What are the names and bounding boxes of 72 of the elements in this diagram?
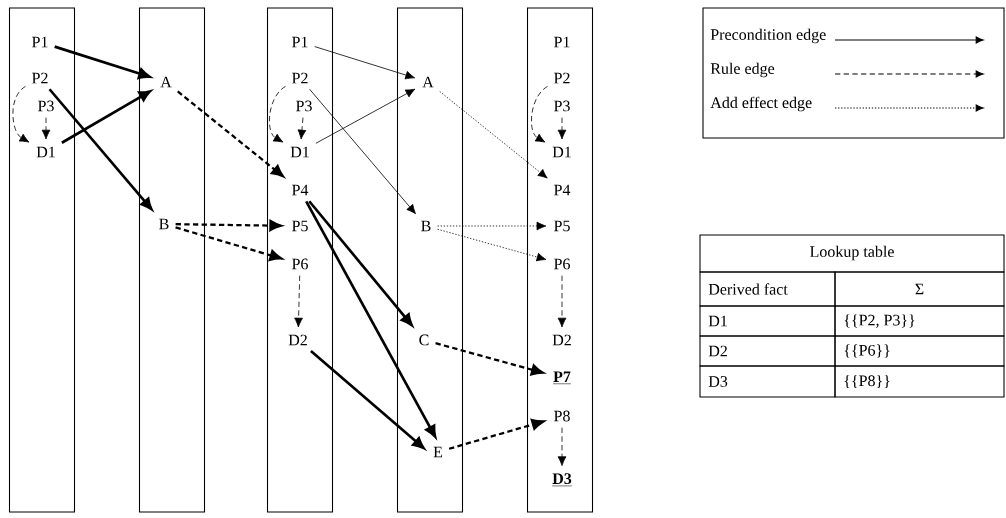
fact-label: P1 <box>292 36 308 48</box>
table-cell: D1 <box>699 305 836 337</box>
fact-label: P3 <box>38 100 54 112</box>
arrow <box>314 46 416 80</box>
arrow <box>557 427 567 466</box>
fact-label: P2 <box>292 72 308 84</box>
fact-label: P2 <box>32 72 48 84</box>
arrow <box>175 226 283 262</box>
fact-label: D2 <box>552 334 571 346</box>
arrow <box>437 221 547 231</box>
arrow <box>437 228 547 262</box>
arrow <box>531 86 548 143</box>
arrow <box>297 117 307 140</box>
fact-label: P6 <box>554 258 570 270</box>
arrow <box>41 117 51 140</box>
legend-text: Precondition edge <box>710 28 826 44</box>
arrow <box>310 350 425 450</box>
fact-label: P1 <box>554 36 570 48</box>
column-box <box>138 7 206 513</box>
fact-label: P7 <box>552 371 572 385</box>
column-box <box>396 7 464 513</box>
action-label: E <box>433 446 443 458</box>
column-box <box>526 7 594 513</box>
arrow <box>61 90 152 144</box>
action-label: B <box>421 220 431 232</box>
arrow <box>177 90 285 178</box>
fact-label: D1 <box>290 146 309 158</box>
fact-label: P1 <box>32 36 48 48</box>
arrow <box>269 86 286 143</box>
legend-text: Rule edge <box>710 62 775 78</box>
fact-label: D1 <box>36 146 55 158</box>
table-title: Lookup table <box>699 234 1005 273</box>
fact-label: D2 <box>288 334 307 346</box>
column-box <box>266 7 334 513</box>
table-cell: Σ <box>834 271 1005 307</box>
arrow <box>435 342 544 376</box>
table-cell: Derived fact <box>699 271 836 307</box>
fact-label: P5 <box>554 220 570 232</box>
table-cell: D2 <box>699 335 836 367</box>
fact-label: P3 <box>554 100 570 112</box>
table-cell: {{P6}} <box>834 335 1005 367</box>
arrow <box>294 275 303 328</box>
arrow <box>448 418 545 450</box>
action-label: C <box>419 334 429 346</box>
arrow <box>175 219 283 232</box>
legend-text: Add effect edge <box>710 96 812 112</box>
arrow <box>308 200 413 327</box>
fact-label: P5 <box>292 220 308 232</box>
arrow <box>309 88 416 215</box>
arrow <box>557 117 567 140</box>
column-box <box>8 7 76 513</box>
fact-label: P6 <box>292 258 308 270</box>
action-label: A <box>160 76 172 88</box>
action-label: B <box>159 218 169 230</box>
arrow <box>557 275 567 328</box>
arrow <box>48 88 153 211</box>
fact-label: P4 <box>554 184 571 196</box>
arrow <box>54 45 151 80</box>
fact-label: D3 <box>551 473 573 487</box>
fact-label: P4 <box>292 184 309 196</box>
arrow <box>315 88 416 144</box>
arrow <box>305 200 437 438</box>
fact-label: P8 <box>554 410 570 422</box>
arrow <box>439 91 548 179</box>
table-cell: D3 <box>699 365 836 398</box>
action-label: A <box>422 76 434 88</box>
fact-label: P2 <box>554 72 570 84</box>
fact-label: P3 <box>296 100 312 112</box>
fact-label: D1 <box>552 146 571 158</box>
table-cell: {{P2, P3}} <box>834 305 1005 337</box>
table-cell: {{P8}} <box>834 365 1005 398</box>
arrow <box>12 86 30 143</box>
